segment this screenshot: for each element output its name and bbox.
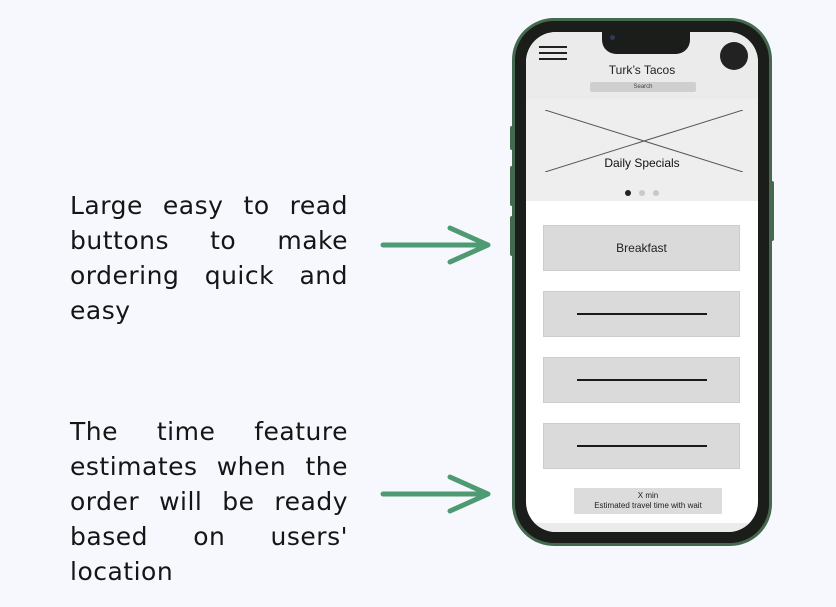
phone-power-button: [770, 181, 774, 241]
phone-mockup: Turk’s Tacos Search Daily Specials Break…: [510, 18, 774, 546]
image-placeholder-icon: [545, 110, 743, 172]
menu-button[interactable]: [543, 291, 740, 337]
annotation-buttons: Large easy to read buttons to make order…: [70, 191, 348, 325]
label-placeholder-line: [576, 313, 707, 315]
carousel-dot[interactable]: [639, 190, 645, 196]
arrow-right-icon: [380, 225, 491, 265]
menu-button-label: Breakfast: [616, 241, 667, 255]
phone-volume-down-button: [510, 216, 514, 256]
menu-button[interactable]: [543, 423, 740, 469]
carousel-dot[interactable]: [625, 190, 631, 196]
arrow-right-icon: [380, 474, 491, 514]
carousel-dots: [526, 190, 758, 196]
avatar[interactable]: [720, 42, 748, 70]
time-estimate-caption: Estimated travel time with wait: [594, 501, 702, 510]
phone-screen: Turk’s Tacos Search Daily Specials Break…: [526, 32, 758, 532]
bottom-bar: [526, 523, 758, 532]
time-estimate: X min Estimated travel time with wait: [574, 488, 722, 514]
camera-icon: [610, 35, 615, 40]
phone-volume-up-button: [510, 166, 514, 206]
app-title: Turk’s Tacos: [608, 63, 676, 77]
menu-button[interactable]: [543, 357, 740, 403]
banner-title: Daily Specials: [604, 156, 680, 170]
menu-button-breakfast[interactable]: Breakfast: [543, 225, 740, 271]
hamburger-icon[interactable]: [539, 46, 567, 62]
annotation-time-feature: The time feature estimates when the orde…: [70, 417, 348, 586]
phone-side-button: [510, 126, 514, 150]
phone-notch: [602, 32, 690, 54]
search-input[interactable]: Search: [590, 82, 696, 92]
specials-banner[interactable]: Daily Specials: [526, 99, 758, 201]
label-placeholder-line: [576, 379, 707, 381]
time-estimate-value: X min: [637, 491, 659, 500]
label-placeholder-line: [576, 445, 707, 447]
carousel-dot[interactable]: [653, 190, 659, 196]
